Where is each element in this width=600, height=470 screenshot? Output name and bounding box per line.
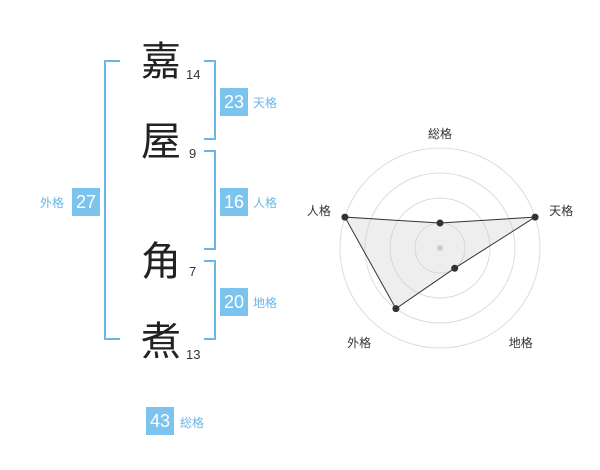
tenkaku-bracket — [204, 60, 216, 140]
soukaku-label: 総格 — [180, 416, 205, 430]
radar-axis-label-2: 天格 — [549, 203, 573, 218]
stroke-count-1: 14 — [186, 67, 201, 82]
jinkaku-score: 16 — [220, 188, 248, 216]
radar-points — [341, 213, 539, 313]
radar-point-4 — [392, 305, 400, 313]
radar-axis-label-4: 外格 — [347, 335, 371, 350]
radar-point-5 — [341, 213, 349, 221]
radar-ring-4 — [339, 147, 541, 349]
stroke-count-3: 7 — [189, 264, 197, 279]
gaikaku-bracket — [104, 60, 120, 340]
chikaku-score: 20 — [220, 288, 248, 316]
radar-ring-2 — [389, 197, 491, 299]
tenkaku-score: 23 — [220, 88, 248, 116]
radar-ring-3 — [364, 172, 516, 324]
radar-axis-label-5: 人格 — [307, 203, 331, 218]
radar-rings — [339, 147, 541, 349]
radar-point-2 — [531, 213, 539, 221]
radar-axis-label-3: 地格 — [509, 335, 533, 350]
name-char-4: 煮 — [141, 319, 181, 365]
radar-point-1 — [436, 219, 444, 227]
tenkaku-label: 天格 — [253, 96, 278, 110]
soukaku-score: 43 — [146, 407, 174, 435]
chikaku-label: 地格 — [253, 296, 278, 310]
chikaku-bracket — [204, 260, 216, 340]
radar-area — [344, 216, 536, 310]
name-char-3: 角 — [141, 239, 181, 285]
gaikaku-label: 外格 — [40, 196, 65, 210]
name-char-1: 嘉 — [141, 39, 181, 85]
jinkaku-label: 人格 — [253, 196, 278, 210]
gaikaku-score: 27 — [72, 188, 100, 216]
jinkaku-bracket — [204, 150, 216, 250]
stroke-count-2: 9 — [189, 146, 197, 161]
name-char-2: 屋 — [141, 119, 181, 165]
radar-axis-label-1: 総格 — [428, 126, 452, 141]
radar-point-3 — [451, 264, 459, 272]
stroke-count-4: 13 — [186, 347, 201, 362]
radar-center-dot — [437, 245, 443, 251]
